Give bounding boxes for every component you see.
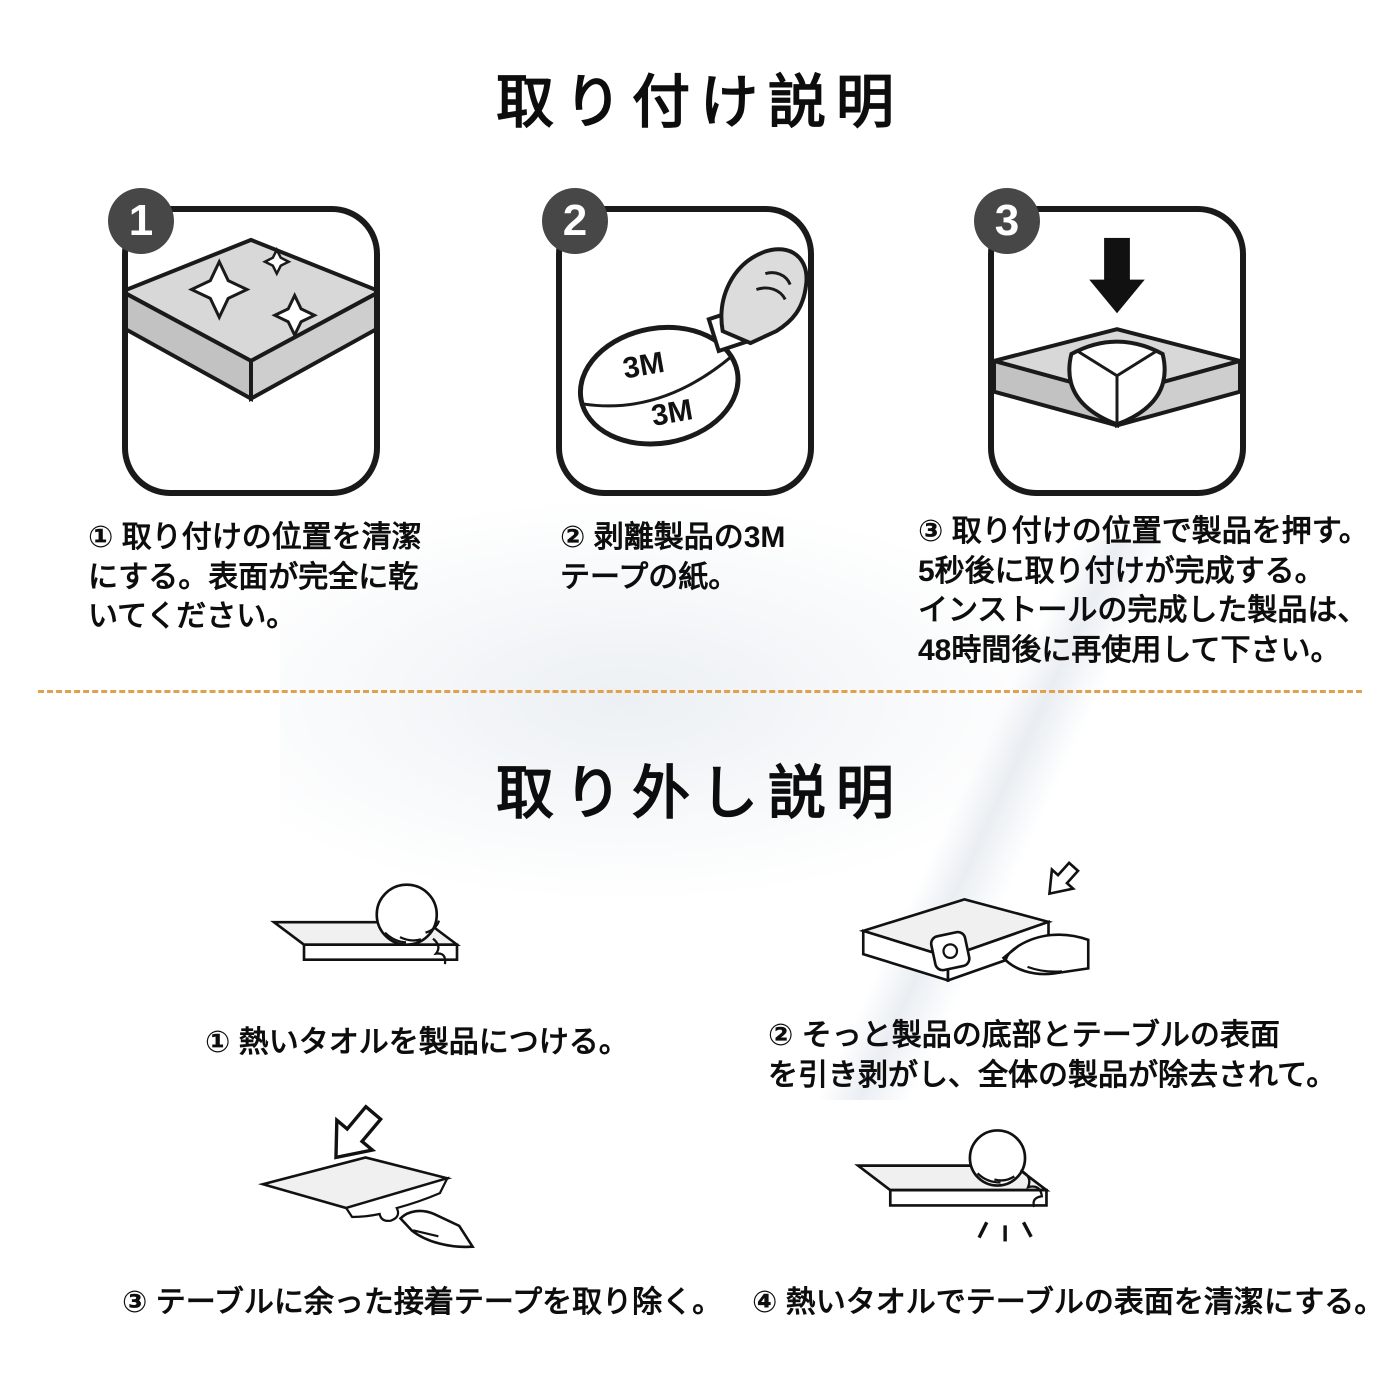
peeled-tape-strip <box>344 1176 450 1223</box>
step2-number-badge: 2 <box>542 188 608 254</box>
finger-line <box>764 271 792 286</box>
removal-step3-figure <box>248 1090 486 1274</box>
cloth-scribble <box>1019 1169 1044 1208</box>
hand <box>1001 933 1090 976</box>
finger-line <box>755 286 787 301</box>
peel-tape-icon: 3M 3M <box>577 247 808 447</box>
tape-pad: 3M 3M <box>577 324 741 447</box>
step1-number-badge: 1 <box>108 188 174 254</box>
install-title: 取り付け説明 <box>495 70 904 135</box>
guard-face-circle <box>942 943 959 959</box>
install-step1-iconbox <box>122 206 380 496</box>
install-step1-caption: ① 取り付けの位置を清潔 にする。表面が完全に乾 いてください。 <box>88 521 422 634</box>
finger-line <box>994 1175 1015 1182</box>
sparkle-surface-icon <box>128 237 374 402</box>
install-step3-caption: ③ 取り付けの位置で製品を押す。 5秒後に取り付けが完成する。 インストールの完… <box>918 515 1369 667</box>
cloth-scribble <box>432 937 447 965</box>
finger-line <box>1027 965 1063 973</box>
removal-step1-figure <box>268 858 508 1008</box>
removal-title: 取り外し説明 <box>495 761 904 826</box>
removal-step4-figure <box>852 1113 1097 1265</box>
press-down-arrow-icon <box>1104 237 1130 282</box>
sparkle-icon <box>271 292 318 339</box>
hand-with-towel <box>968 1129 1027 1187</box>
removal-step2-figure <box>852 845 1092 1013</box>
tape-label-top: 3M <box>620 346 666 386</box>
thumb-line <box>425 920 441 934</box>
peel-arrow-icon <box>334 1104 384 1160</box>
finger-line <box>976 1172 1001 1184</box>
peel-product-illustration <box>858 861 1090 983</box>
dashed-divider <box>38 690 1362 693</box>
guard-seam <box>1116 349 1158 378</box>
corner-guard-cube <box>929 930 971 972</box>
finger-line <box>1004 944 1020 961</box>
board-right-edge <box>249 292 374 402</box>
removal-step4-caption: ④ 熱いタオルでテーブルの表面を清潔にする。 <box>752 1286 1385 1319</box>
install-step2-caption: ② 剥離製品の3M テープの紙。 <box>560 521 786 594</box>
towel-on-product-illustration <box>270 883 461 965</box>
hand <box>398 1209 475 1249</box>
removal-step2-caption: ② そっと製品の底部とテーブルの表面 を引き剥がし、全体の製品が除去されて。 <box>768 1019 1337 1092</box>
motion-dash <box>977 1221 989 1239</box>
finger-line <box>412 1229 439 1238</box>
pad-divider-line <box>583 354 734 408</box>
guard-seam <box>1076 349 1118 378</box>
sparkle-icon <box>262 247 292 277</box>
install-step3-iconbox <box>988 206 1246 496</box>
sparkle-icon <box>188 258 251 321</box>
removal-step1-caption: ① 熱いタオルを製品につける。 <box>205 1026 629 1059</box>
hand-with-towel <box>375 883 439 946</box>
motion-dash <box>1021 1221 1033 1238</box>
tape-label-bottom: 3M <box>649 393 695 433</box>
finger-line <box>384 931 407 944</box>
clean-surface-illustration <box>854 1129 1051 1242</box>
table-edge-front <box>302 943 459 961</box>
press-corner-icon <box>994 237 1240 428</box>
finger-line <box>399 936 422 942</box>
step3-number-badge: 3 <box>974 188 1040 254</box>
remove-tape-illustration <box>257 1104 475 1249</box>
press-down-arrow-head <box>1089 279 1145 314</box>
pull-arrow-icon <box>1047 861 1080 896</box>
table-edge-front <box>888 1188 1048 1207</box>
removal-step3-caption: ③ テーブルに余った接着テープを取り除く。 <box>122 1286 723 1319</box>
install-step2-iconbox: 3M 3M <box>556 206 814 496</box>
hand <box>719 247 808 346</box>
